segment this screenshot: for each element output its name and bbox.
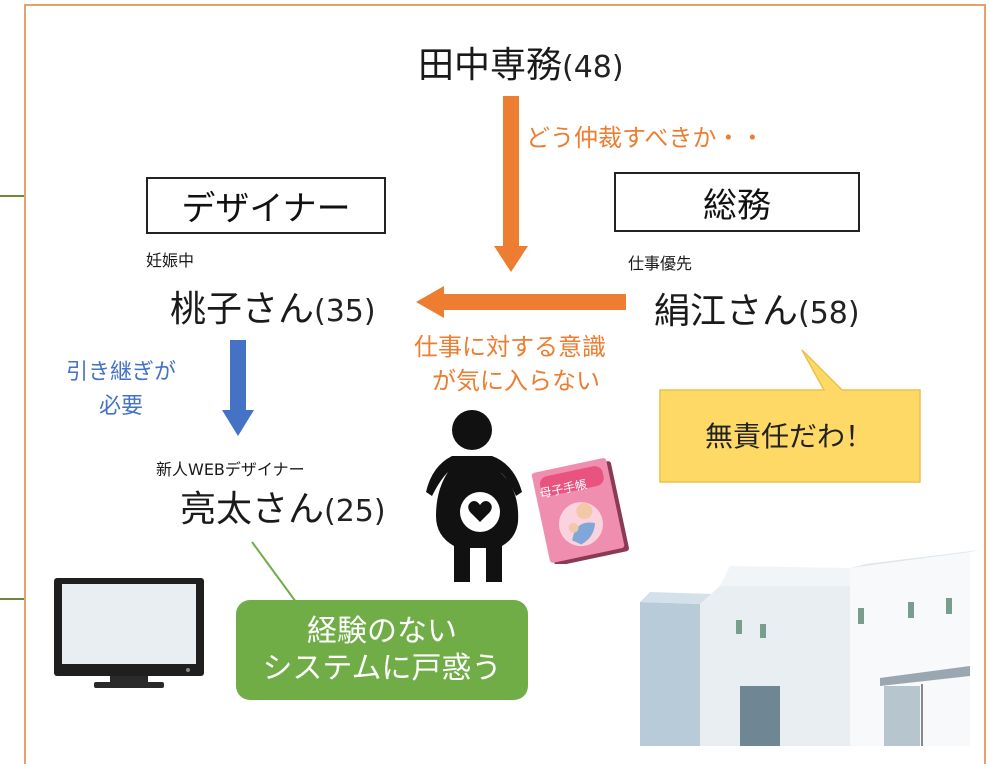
- momoko-age: (35): [314, 294, 376, 329]
- conflict-arrow: [416, 286, 626, 318]
- mediation-arrow: [494, 96, 528, 272]
- pregnant-woman-icon: [426, 410, 522, 582]
- kinue-callout: 無責任だわ！: [704, 420, 873, 453]
- maternal-handbook-icon: 母子手帳: [531, 458, 629, 564]
- handover-text-line1: 引き継ぎが: [66, 360, 177, 385]
- conflict-text: 仕事に対する意識 が気に入らない: [414, 330, 606, 398]
- kinue-tag: 仕事優先: [628, 254, 693, 273]
- momoko-tag: 妊娠中: [146, 251, 195, 270]
- handover-text: 引き継ぎが 必要: [66, 356, 176, 424]
- handover-arrow: [222, 340, 254, 436]
- handover-text-line2: 必要: [99, 394, 144, 419]
- left-connector-line: [0, 195, 24, 197]
- mediation-text: どう仲裁すべきか・・: [526, 124, 765, 152]
- ryota-name: 亮太さん: [180, 489, 325, 530]
- kinue-age: (58): [798, 296, 860, 331]
- designer-dept-label: デザイナー: [181, 189, 351, 229]
- ryota-label: 亮太さん(25): [180, 480, 386, 532]
- designer-dept-box: デザイナー: [146, 177, 386, 234]
- momoko-name: 桃子さん: [170, 289, 315, 330]
- momoko-label: 桃子さん(35): [170, 280, 376, 332]
- ryota-age: (25): [324, 494, 386, 529]
- monitor-icon: [54, 578, 204, 688]
- kinue-speech-bubble: [659, 349, 921, 483]
- building-icon: [640, 550, 980, 746]
- general-affairs-label: 総務: [703, 185, 771, 226]
- kinue-label: 絹江さん(58): [654, 282, 860, 334]
- conflict-text-line1: 仕事に対する意識: [414, 333, 606, 361]
- left-connector-line: [0, 598, 24, 600]
- general-affairs-box: 総務: [614, 172, 860, 232]
- director-age: (48): [562, 50, 624, 85]
- ryota-callout-pointer: [251, 541, 297, 603]
- diagram-frame: [24, 4, 986, 764]
- ryota-callout-line1: 経験のない: [307, 613, 457, 649]
- ryota-callout: 経験のない システムに戸惑う: [236, 600, 528, 700]
- ryota-callout-line2: システムに戸惑う: [262, 651, 502, 686]
- kinue-name: 絹江さん: [654, 291, 799, 332]
- ryota-tag: 新人WEBデザイナー: [156, 460, 305, 479]
- director-label: 田中専務(48): [418, 36, 624, 88]
- director-name: 田中専務: [418, 45, 563, 86]
- conflict-text-line2: が気に入らない: [432, 367, 600, 395]
